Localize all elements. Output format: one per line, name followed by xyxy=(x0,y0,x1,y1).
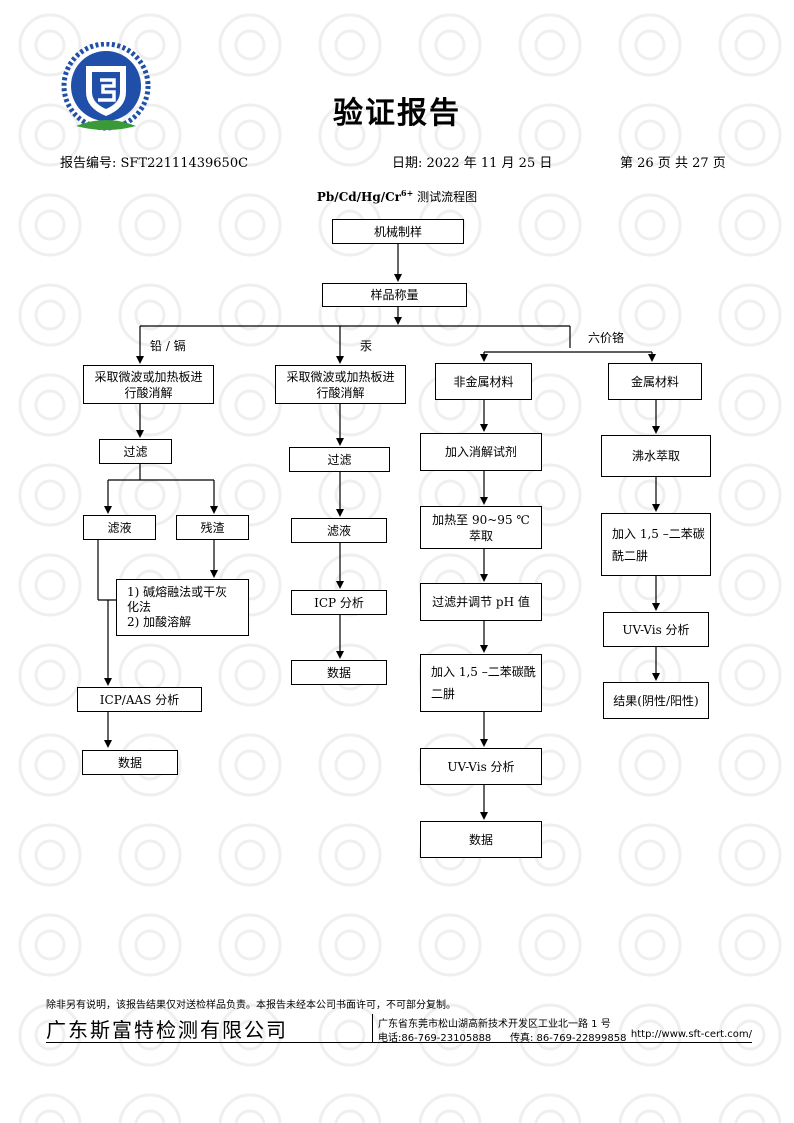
residue-step-2: 2) 加酸溶解 xyxy=(127,615,192,629)
footer-phone: 电话:86-769-23105888 xyxy=(378,1033,492,1044)
footer-disclaimer: 除非另有说明，该报告结果仅对送检样品负责。本报告未经本公司书面许可，不可部分复制… xyxy=(46,1000,456,1011)
node-boiling-water-extract: 沸水萃取 xyxy=(601,435,711,477)
flowchart-title: Pb/Cd/Hg/Cr6+ 测试流程图 xyxy=(316,188,478,204)
node-pb-data: 数据 xyxy=(82,750,178,775)
node-add-digestion-reagent: 加入消解试剂 xyxy=(420,433,542,471)
node-mechanical-sampling: 机械制样 xyxy=(332,219,464,244)
node-heat-extract: 加热至 90~95 ℃ 萃取 xyxy=(420,506,542,549)
node-metal-result: 结果(阴性/阳性) xyxy=(603,682,709,719)
node-hg-filtration: 过滤 xyxy=(289,447,390,472)
branch-label-cr6: 六价铬 xyxy=(588,331,625,345)
footer-divider xyxy=(372,1014,373,1042)
node-pb-icp-aas-analysis: ICP/AAS 分析 xyxy=(77,687,202,712)
branch-label-hg: 汞 xyxy=(360,339,373,353)
node-sample-weighing: 样品称量 xyxy=(322,283,467,307)
node-hg-filtrate: 滤液 xyxy=(291,518,387,543)
node-nonmetal-uv-vis: UV-Vis 分析 xyxy=(420,748,542,785)
node-nonmetal-add-reagent: 加入 1,5 –二苯碳酰 二肼 xyxy=(420,654,542,712)
report-date: 日期: 2022 年 11 月 25 日 xyxy=(392,156,553,171)
node-hg-acid-digestion: 采取微波或加热板进行酸消解 xyxy=(275,365,406,404)
footer-company-name: 广东斯富特检测有限公司 xyxy=(46,1018,288,1042)
footer-rule xyxy=(46,1042,752,1043)
node-pb-filtration: 过滤 xyxy=(99,439,172,464)
node-metal-material: 金属材料 xyxy=(608,363,702,400)
node-nonmetal-data: 数据 xyxy=(420,821,542,858)
node-metal-uv-vis: UV-Vis 分析 xyxy=(603,612,709,647)
footer-contact: 电话:86-769-23105888 传真: 86-769-22899858 h… xyxy=(378,1029,752,1044)
page-number: 第 26 页 共 27 页 xyxy=(620,156,726,171)
footer-address: 广东省东莞市松山湖高新技术开发区工业北一路 1 号 xyxy=(378,1019,611,1030)
node-pb-residue-treatment: 1) 碱熔融法或干灰 化法 2) 加酸溶解 xyxy=(116,579,249,636)
residue-step-1: 1) 碱熔融法或干灰 化法 xyxy=(127,585,228,614)
node-pb-acid-digestion: 采取微波或加热板进行酸消解 xyxy=(83,365,214,404)
node-filter-adjust-ph: 过滤并调节 pH 值 xyxy=(420,583,542,621)
branch-label-pb-cd: 铅 / 镉 xyxy=(150,339,186,353)
footer-website: http://www.sft-cert.com/ xyxy=(630,1029,752,1040)
node-nonmetal-material: 非金属材料 xyxy=(435,363,532,400)
company-logo xyxy=(61,42,151,131)
footer-fax: 传真: 86-769-22899858 xyxy=(510,1033,627,1044)
node-hg-data: 数据 xyxy=(291,660,387,685)
report-number: 报告编号: SFT22111439650C xyxy=(60,156,249,171)
node-pb-residue: 残渣 xyxy=(176,515,249,540)
node-hg-icp-analysis: ICP 分析 xyxy=(291,590,387,615)
node-pb-filtrate: 滤液 xyxy=(83,515,156,540)
node-metal-add-reagent: 加入 1,5 –二苯碳 酰二肼 xyxy=(601,513,711,576)
document-title: 验证报告 xyxy=(333,96,461,131)
